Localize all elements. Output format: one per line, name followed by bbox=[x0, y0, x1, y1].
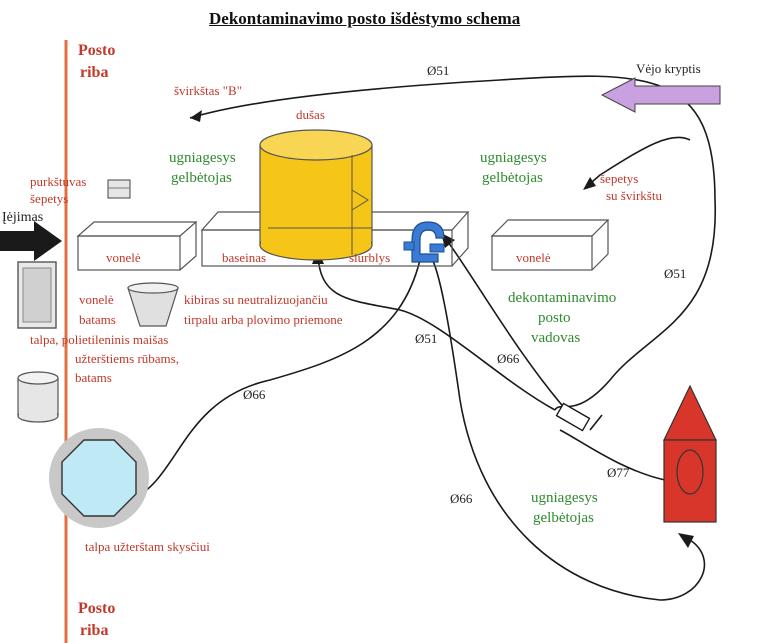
entrance-arrow-icon bbox=[0, 221, 62, 261]
hose-brush-syringe bbox=[584, 136, 691, 189]
shower-label: dušas bbox=[296, 107, 325, 122]
commander-line3: vadovas bbox=[531, 330, 581, 346]
hose-label-d66-mid: Ø66 bbox=[497, 351, 520, 366]
bag-line2: užterštiems rūbams, bbox=[75, 351, 179, 366]
hose-valve-mark bbox=[589, 414, 603, 431]
sprayer-brush-box bbox=[107, 179, 131, 199]
rescuer-right-line1: ugniagesys bbox=[480, 150, 547, 166]
post-border-top-1: Posto bbox=[78, 42, 116, 59]
rescuer-bottom-line1: ugniagesys bbox=[531, 490, 598, 506]
hose-d77 bbox=[559, 429, 666, 481]
brush-syringe-line2: su švirkštu bbox=[606, 188, 662, 203]
hose-label-d51-top: Ø51 bbox=[427, 63, 450, 78]
shoe-tub-line2: batams bbox=[79, 312, 116, 327]
bucket-line2: tirpalu arba plovimo priemone bbox=[184, 312, 343, 327]
wind-direction-label: Vėjo kryptis bbox=[636, 61, 701, 76]
shower-tank bbox=[259, 129, 373, 261]
hose-label-d66-left: Ø66 bbox=[243, 387, 266, 402]
sprayer-brush-line1: purkštuvas bbox=[30, 174, 87, 189]
hose-coupling bbox=[555, 402, 591, 432]
wind-arrow-icon bbox=[600, 77, 721, 113]
pool-label: baseinas bbox=[222, 250, 267, 265]
hose-d51-mid bbox=[317, 254, 556, 411]
pump-icon bbox=[403, 221, 445, 263]
hose-label-d66-bottom: Ø66 bbox=[450, 491, 473, 506]
bucket-line1: kibiras su neutralizuojančiu bbox=[184, 292, 328, 307]
hose-label-d51-right: Ø51 bbox=[664, 266, 687, 281]
hose-d66-mid bbox=[444, 237, 576, 421]
liquid-tank-label: talpa užterštam skysčiui bbox=[85, 539, 210, 554]
shoe-tub-inner bbox=[22, 267, 52, 323]
bucket-icon bbox=[127, 282, 179, 327]
tub-right-label: vonelė bbox=[516, 250, 551, 265]
fire-truck-icon bbox=[663, 384, 717, 523]
bag-line1: talpa, polietileninis maišas bbox=[30, 332, 169, 347]
tub-left-label: vonelė bbox=[106, 250, 141, 265]
entrance-label: Įėjimas bbox=[2, 210, 44, 225]
rescuer-left-line1: ugniagesys bbox=[169, 150, 236, 166]
commander-line2: posto bbox=[538, 310, 571, 326]
post-border-top-2: riba bbox=[80, 64, 109, 81]
bag-barrel-icon bbox=[17, 371, 59, 423]
post-border-bottom-1: Posto bbox=[78, 600, 116, 617]
hose-arrowhead bbox=[583, 177, 596, 190]
rescuer-right-line2: gelbėtojas bbox=[482, 170, 543, 186]
liquid-tank-octagon bbox=[61, 439, 137, 517]
hose-label-d77: Ø77 bbox=[607, 465, 630, 480]
diagram-title: Dekontaminavimo posto išdėstymo schema bbox=[209, 9, 521, 28]
tub-left bbox=[76, 221, 198, 271]
hose-arrowhead bbox=[190, 110, 202, 122]
hose-d51-top bbox=[189, 75, 716, 201]
bag-line3: batams bbox=[75, 370, 112, 385]
hose-d66-bottom bbox=[429, 254, 706, 601]
hose-arrowhead bbox=[678, 533, 694, 548]
post-border-bottom-2: riba bbox=[80, 622, 109, 639]
shoe-tub-line1: vonelė bbox=[79, 292, 114, 307]
hose-label-d51-mid: Ø51 bbox=[415, 331, 438, 346]
commander-line1: dekontaminavimo bbox=[508, 290, 617, 306]
rescuer-left-line2: gelbėtojas bbox=[171, 170, 232, 186]
rescuer-bottom-line2: gelbėtojas bbox=[533, 510, 594, 526]
pump-label: siurblys bbox=[349, 250, 391, 265]
tub-right bbox=[490, 219, 610, 271]
sprayer-brush-line2: šepetys bbox=[30, 191, 69, 206]
brush-syringe-line1: šepetys bbox=[600, 171, 639, 186]
sprayer-b-label: švirkštas "B" bbox=[174, 83, 243, 98]
